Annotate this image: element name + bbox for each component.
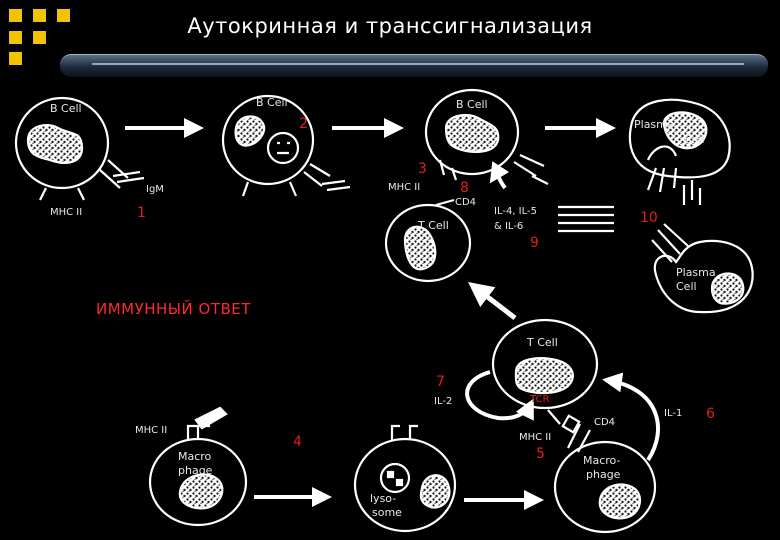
cd4-label-1: CD4 — [455, 197, 476, 208]
step-4: 4 — [293, 434, 302, 450]
b-cell-2-label: B Cell — [256, 96, 288, 109]
mhc-ii-label-3: MHC II — [519, 432, 551, 443]
step-7: 7 — [436, 374, 445, 390]
plasma-cell-1-label-1: Plasma — [634, 118, 674, 131]
b-cell-3-label: B Cell — [456, 98, 488, 111]
t-cell-top-label: T Cell — [417, 219, 449, 232]
cd4-label-2: CD4 — [594, 417, 615, 428]
t-cell-bottom-label: T Cell — [526, 336, 558, 349]
il4-label-2: & IL-6 — [494, 221, 523, 232]
lysosome-label-1: lyso- — [370, 492, 396, 505]
page-title: Аутокринная и транссигнализация — [187, 14, 593, 38]
macrophage-2-label-2: phage — [586, 468, 621, 481]
plasma-cell-1-label-2: Cell — [684, 133, 705, 146]
t-cell-bottom — [491, 318, 599, 425]
macrophage-1 — [148, 406, 248, 527]
il2-label: IL-2 — [434, 396, 452, 407]
t-cell-top — [384, 198, 472, 283]
step-2: 2 — [299, 116, 308, 132]
step-6: 6 — [706, 406, 715, 422]
il4-label-1: IL-4, IL-5 — [494, 206, 537, 217]
tcr-label: TCR — [529, 394, 550, 405]
step-1: 1 — [137, 205, 146, 221]
lysosome-label-2: some — [372, 506, 402, 519]
title-bar — [60, 54, 768, 77]
plasma-cell-2-label-2: Cell — [676, 280, 697, 293]
plasma-cell-1 — [628, 98, 731, 205]
macrophage-2-label-1: Macro- — [583, 454, 620, 467]
igm-label: IgM — [146, 184, 164, 195]
immune-response-label: ИММУННЫЙ ОТВЕТ — [96, 299, 251, 318]
mhc-ii-label-4: MHC II — [135, 425, 167, 436]
step-9: 9 — [530, 235, 539, 251]
b-cell-2 — [221, 94, 351, 197]
mhc-ii-label-2: MHC II — [388, 182, 420, 193]
macrophage-1-label-1: Macro — [178, 450, 212, 463]
plasma-cell-2 — [651, 223, 754, 314]
step-8: 8 — [460, 180, 469, 196]
b-cell-1 — [14, 96, 145, 201]
mhc-ii-label-1: MHC II — [50, 207, 82, 218]
macrophage-2 — [553, 414, 657, 534]
macrophage-1-label-2: phage — [178, 464, 213, 477]
b-cell-3 — [424, 88, 549, 185]
b-cell-1-label: B Cell — [50, 102, 82, 115]
step-5: 5 — [536, 446, 545, 462]
step-10: 10 — [640, 210, 658, 226]
lysosome-cell — [353, 424, 457, 533]
il1-label: IL-1 — [664, 408, 682, 419]
plasma-cell-2-label-1: Plasma — [676, 266, 716, 279]
step-3: 3 — [418, 161, 427, 177]
